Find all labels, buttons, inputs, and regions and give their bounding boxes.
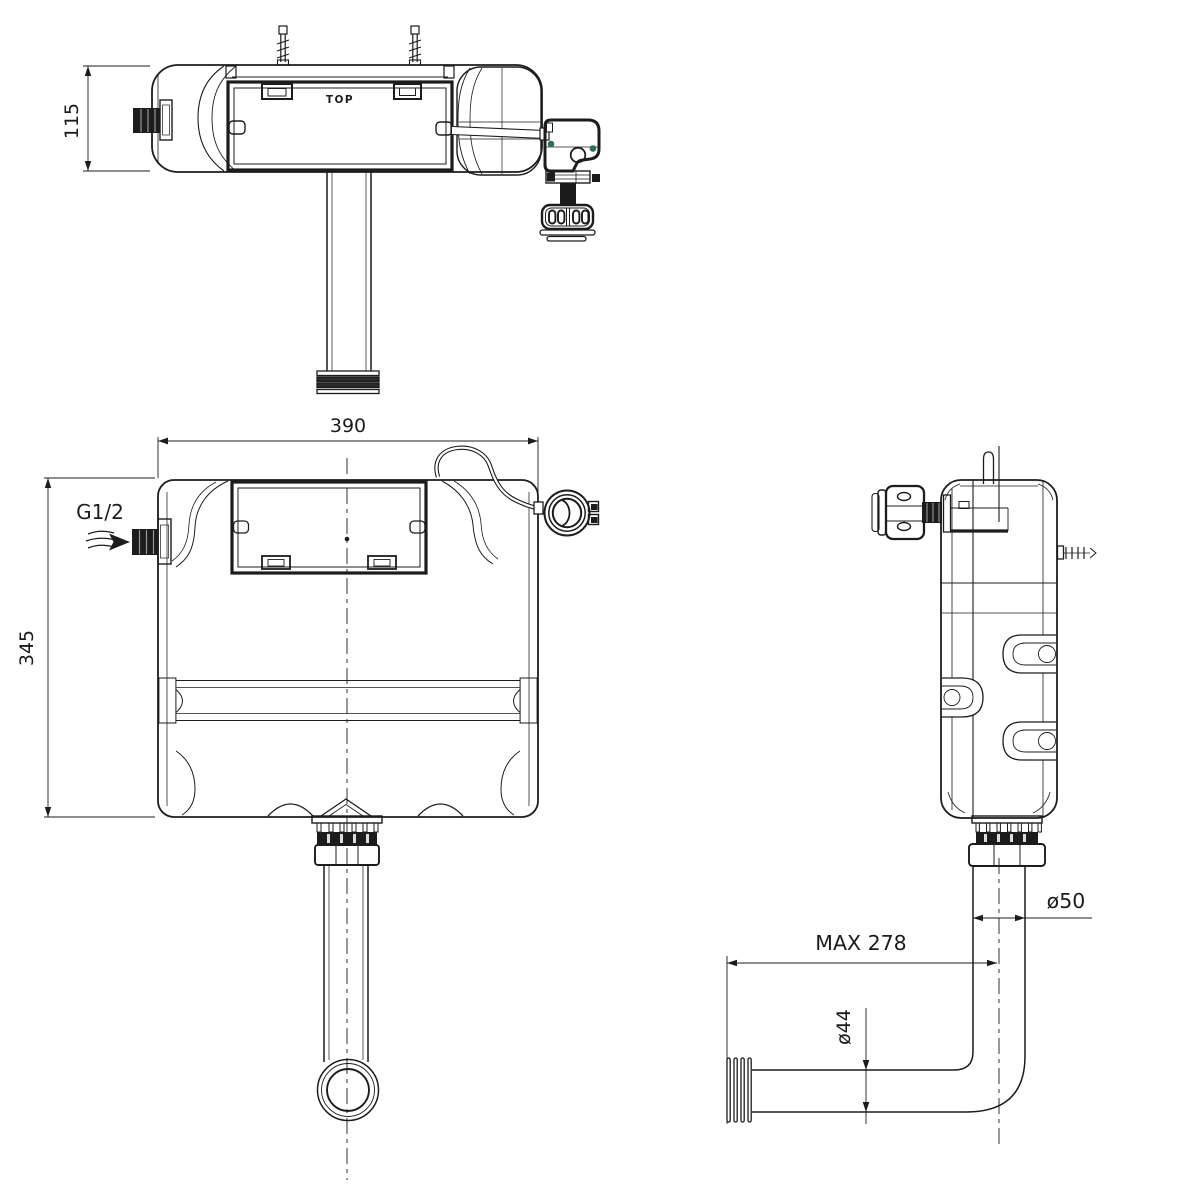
dim-width-390: 390 bbox=[157, 415, 539, 498]
front-view-body bbox=[157, 479, 539, 818]
dim-height-345: 345 bbox=[16, 477, 155, 818]
anchor-screw-left bbox=[276, 25, 290, 66]
dim-pan-dia-44: ø44 bbox=[833, 1008, 870, 1124]
flush-pipe-top bbox=[316, 172, 380, 395]
dim-outlet-dia-50: ø50 bbox=[973, 889, 1092, 922]
access-panel-front bbox=[230, 480, 428, 575]
inlet-fitting-side bbox=[871, 484, 1009, 541]
side-view: ø50 MAX 278 ø44 bbox=[726, 446, 1097, 1148]
inlet-fitting-front: G1/2 bbox=[76, 500, 172, 565]
flush-actuator-top bbox=[451, 118, 601, 204]
access-frame: TOP bbox=[226, 80, 454, 172]
dim-depth-115: 115 bbox=[61, 65, 150, 172]
outlet-side bbox=[726, 815, 1046, 1148]
dim-outlet-dia-label: ø50 bbox=[1047, 889, 1086, 913]
outlet-front bbox=[311, 458, 383, 1180]
dim-height-label: 345 bbox=[16, 630, 38, 666]
dim-max-label: MAX 278 bbox=[815, 931, 906, 955]
screw-dot-left bbox=[547, 140, 555, 148]
inlet-thread-label: G1/2 bbox=[76, 500, 124, 524]
inlet-fitting-top bbox=[133, 99, 173, 141]
dim-depth-label: 115 bbox=[61, 103, 83, 139]
mounting-pockets bbox=[942, 634, 1056, 761]
float-wire bbox=[982, 446, 1000, 522]
anchor-screw-right bbox=[408, 25, 422, 66]
front-view: 390 345 bbox=[16, 415, 600, 1180]
top-label: TOP bbox=[326, 94, 354, 106]
dim-width-label: 390 bbox=[330, 415, 366, 437]
dim-pan-dia-label: ø44 bbox=[833, 1009, 855, 1045]
inlet-arrow-icon bbox=[109, 533, 130, 551]
flush-button-top bbox=[539, 203, 596, 242]
dim-max-278: MAX 278 bbox=[726, 931, 997, 1124]
anchor-pin-side bbox=[1056, 545, 1097, 560]
flush-button-front bbox=[434, 445, 600, 537]
screw-dot-right bbox=[589, 145, 597, 152]
top-view: 115 bbox=[61, 25, 601, 395]
top-view-body bbox=[151, 64, 543, 176]
